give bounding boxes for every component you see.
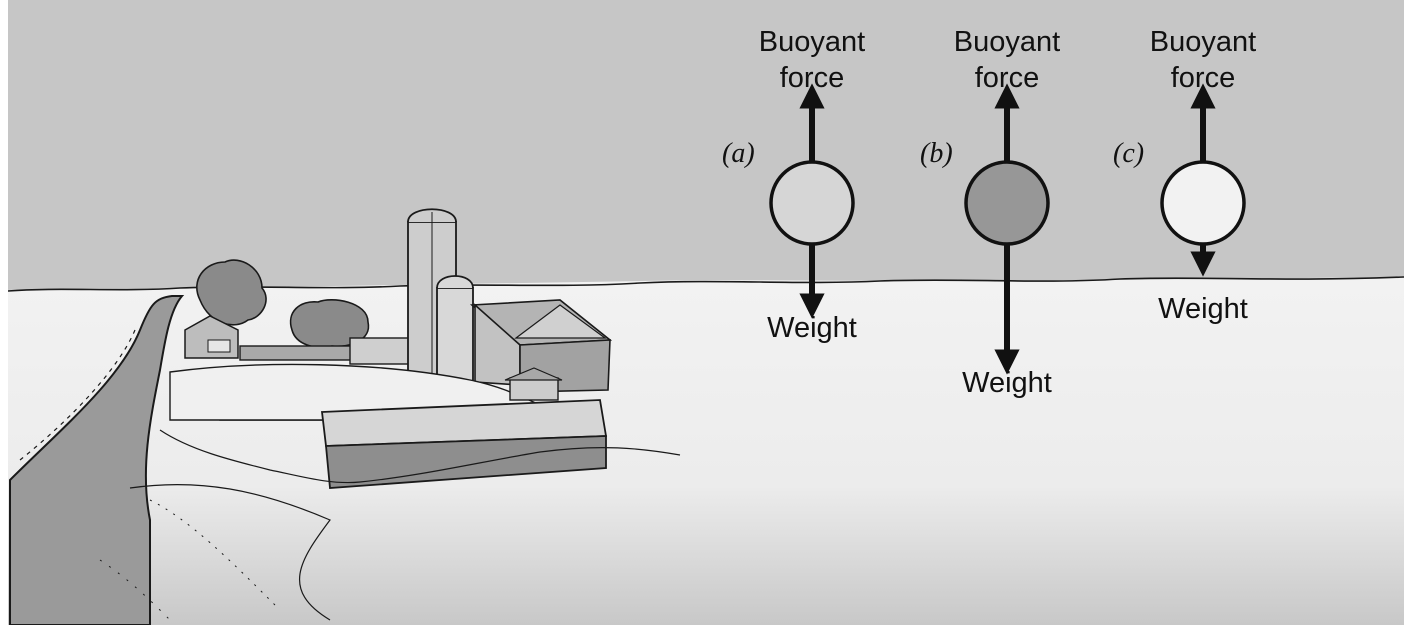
horizon-line [7,276,1404,292]
balloon-a-buoyant-label-line2: force [780,62,844,94]
silo-short [436,275,474,385]
balloon-group-b: (b) Buoyant force Weight [920,26,1060,399]
balloon-b [964,160,1050,246]
house-left [184,315,239,359]
small-shed [509,377,559,401]
balloon-b-buoyant-label-line2: force [975,62,1039,94]
farm-scene-illustration [9,208,681,625]
balloon-c-buoyant-label-line1: Buoyant [1150,26,1256,58]
left-margin [0,0,8,625]
balloon-group-c: (c) Buoyant force Weight [1113,26,1256,325]
grass-edge [159,429,681,484]
balloon-c-weight-label: Weight [1158,293,1248,325]
balloon-b-buoyant-label-line1: Buoyant [954,26,1060,58]
balloon-b-tag: (b) [920,138,953,169]
front-shed [320,399,608,489]
balloon-c-tag: (c) [1113,138,1144,169]
balloon-c [1160,160,1246,246]
sky-background [0,0,1404,295]
road [9,295,185,625]
balloon-a-buoyant-label-line1: Buoyant [759,26,865,58]
balloon-c-buoyant-label-line2: force [1171,62,1235,94]
balloon-a-tag: (a) [722,138,755,169]
balloon-b-weight-label: Weight [962,367,1052,399]
balloon-a-weight-label: Weight [767,312,857,344]
shed-right [349,337,411,365]
tree-large [196,259,267,326]
balloon-group-a: (a) Buoyant force Weight [722,26,865,344]
balloon-a [769,160,855,246]
